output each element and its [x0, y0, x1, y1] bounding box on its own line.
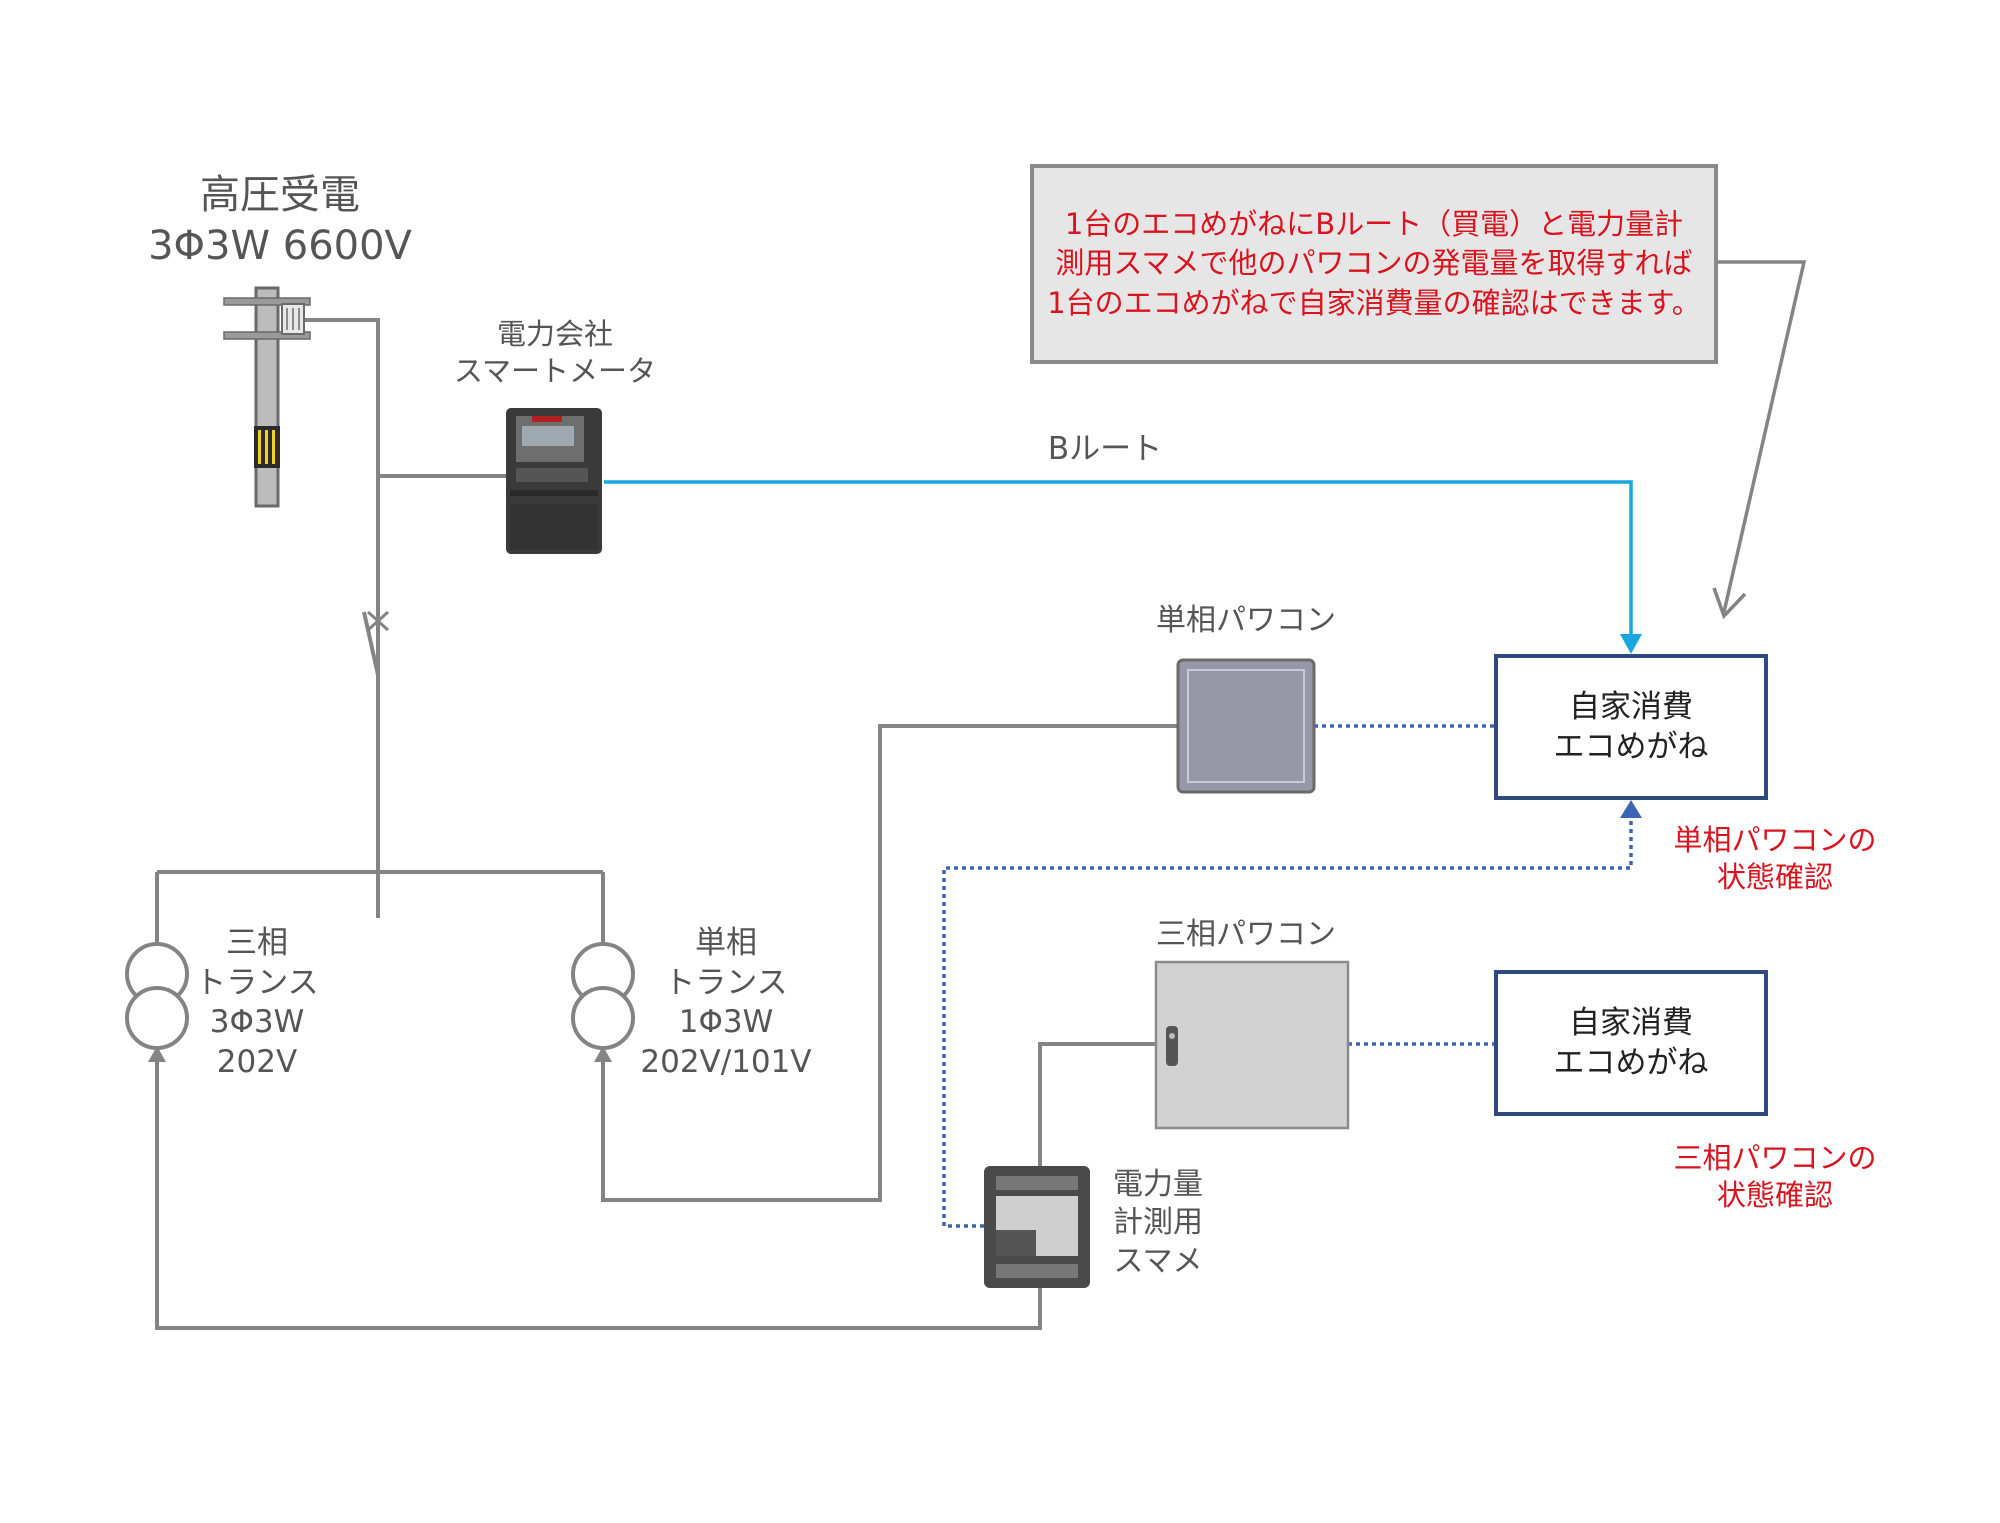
trans3-return-line: [155, 1050, 1042, 1330]
note-pointer-line: [1716, 260, 1807, 613]
note-box: 1台のエコめがねにBルート（買電）と電力量計 測用スマメで他のパワコンの発電量を…: [1030, 164, 1718, 364]
eco-box-1-line1: 自家消費: [1569, 688, 1693, 725]
eco-megane-box-2[interactable]: 自家消費 エコめがね: [1494, 970, 1768, 1116]
trans1-to-pcs1-line: [601, 724, 1178, 1202]
trans3-label-line2: トランス: [195, 964, 319, 1001]
hv-title: 高圧受電: [200, 172, 360, 218]
wiring: [155, 318, 1178, 1330]
eco-box-1-line2: エコめがね: [1553, 729, 1709, 765]
trans1-arrow-icon: [594, 1046, 612, 1062]
smart-meter-small-icon: [984, 1166, 1090, 1288]
hv-label: 高圧受電 3Φ3W 6600V: [120, 170, 440, 272]
pcs1-status-label: 単相パワコンの 状態確認: [1660, 822, 1890, 896]
note-pointer-arrow-icon: [1712, 587, 1747, 620]
b-route-line: [604, 480, 1633, 640]
pcs1-status-line1: 単相パワコンの: [1673, 823, 1877, 857]
note-line1: 1台のエコめがねにBルート（買電）と電力量計: [1064, 207, 1684, 242]
smame-label: 電力量 計測用 スマメ: [1100, 1166, 1216, 1281]
pcs3-label: 三相パワコン: [1156, 917, 1336, 952]
note-line3: 1台のエコめがねで自家消費量の確認はできます。: [1047, 285, 1701, 320]
comm-arrow-icon: [1620, 800, 1642, 818]
pcs3-status-label: 三相パワコンの 状態確認: [1660, 1140, 1890, 1214]
trans3-label: 三相 トランス 3Φ3W 202V: [192, 924, 322, 1083]
b-route-arrow-icon: [1620, 634, 1642, 654]
smame-comm-line: [942, 808, 1633, 1228]
utility-pole-icon: [223, 286, 311, 508]
pcs1-label: 単相パワコン: [1156, 603, 1336, 638]
meter-label-line1: 電力会社: [496, 317, 613, 351]
note-line2: 測用スマメで他のパワコンの発電量を取得すれば: [1055, 246, 1693, 281]
eco-box-2-line1: 自家消費: [1569, 1004, 1693, 1041]
trans3-label-line4: 202V: [216, 1044, 298, 1081]
smame-to-pcs3-line: [1038, 1042, 1156, 1166]
power-conditioner-icon-3: [1154, 960, 1350, 1130]
smart-meter-icon: [506, 408, 602, 554]
trans3-label-line3: 3Φ3W: [209, 1004, 305, 1041]
b-route-label: Bルート: [1047, 431, 1163, 467]
trans1-label-line4: 202V/101V: [640, 1044, 812, 1081]
hv-spec: 3Φ3W 6600V: [148, 223, 412, 270]
transformer-icon: [125, 942, 635, 1050]
smame-label-line1: 電力量: [1113, 1167, 1203, 1202]
meter-label-line2: スマートメータ: [453, 354, 657, 389]
pcs1-status-line2: 状態確認: [1716, 860, 1833, 895]
eco-megane-box-1[interactable]: 自家消費 エコめがね: [1494, 654, 1768, 800]
comm-lines: [942, 724, 1633, 1228]
trans1-label: 単相 トランス 1Φ3W 202V/101V: [616, 924, 836, 1083]
breaker-cross: [366, 610, 390, 632]
power-conditioner-icon: [1176, 658, 1316, 794]
trans1-label-line1: 単相: [695, 925, 757, 961]
pcs3-status-line2: 状態確認: [1716, 1178, 1833, 1213]
company-meter-label: 電力会社 スマートメータ: [440, 316, 670, 390]
trans3-label-line1: 三相: [226, 925, 288, 961]
trans1-label-line2: トランス: [664, 964, 788, 1001]
pcs3-status-line1: 三相パワコンの: [1673, 1141, 1877, 1175]
trans1-label-line3: 1Φ3W: [678, 1004, 774, 1041]
smame-label-line3: スマメ: [1113, 1243, 1203, 1279]
trans3-arrow-icon: [148, 1046, 166, 1062]
smame-label-line2: 計測用: [1113, 1205, 1203, 1241]
eco-box-2-line2: エコめがね: [1553, 1045, 1709, 1081]
